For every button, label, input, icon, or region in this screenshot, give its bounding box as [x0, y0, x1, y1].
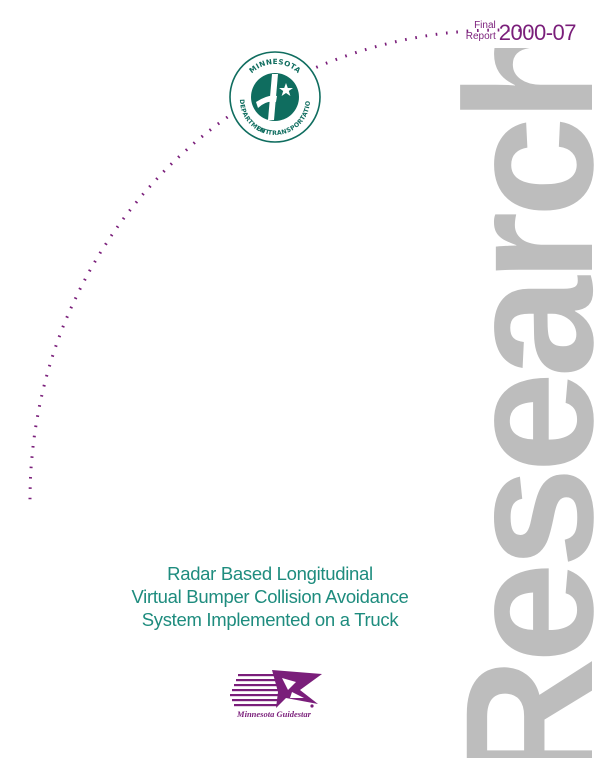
guidestar-label: Minnesota Guidestar [237, 709, 311, 719]
arc-dot [65, 315, 69, 319]
guidestar-logo-icon [230, 670, 322, 708]
arc-dot [364, 47, 367, 52]
arc-dot [344, 54, 348, 58]
arc-dot [73, 296, 78, 300]
arc-dot [155, 177, 159, 181]
arc-dot [30, 456, 34, 459]
arc-dot [148, 184, 152, 189]
arc-dot [169, 162, 173, 166]
title-line-1: Radar Based Longitudinal [167, 563, 373, 584]
arc-dot [404, 37, 407, 42]
arc-dot [315, 65, 319, 69]
arc-dot [29, 466, 33, 469]
arc-dot [121, 216, 126, 221]
arc-dot [40, 394, 44, 397]
title-line-2: Virtual Bumper Collision Avoidance [131, 586, 409, 607]
arc-dot [93, 260, 97, 264]
arc-dot [394, 40, 397, 44]
arc-dot [162, 169, 166, 173]
mndot-seal-icon: MINNESOTA DEPARTMENT OF TRANSPORTATION [228, 50, 321, 143]
arc-dot [435, 32, 438, 36]
arc-dot [28, 476, 33, 479]
arc-dot [200, 134, 204, 139]
report-label-final: Final [474, 20, 496, 31]
arc-dot [115, 225, 120, 229]
arc-dot [45, 374, 49, 377]
arc-dot [50, 354, 55, 358]
arc-dot [177, 155, 181, 159]
arc-dot [445, 31, 448, 35]
report-type-label: Final Report [466, 20, 496, 45]
report-label-report: Report [465, 31, 496, 42]
arc-dot [225, 115, 229, 120]
arc-dot [325, 61, 328, 65]
arc-dot [507, 28, 510, 32]
arc-dot [518, 28, 521, 32]
arc-dot [98, 251, 102, 255]
arc-dot [425, 34, 428, 38]
arc-dot [335, 57, 338, 62]
arc-dot [104, 242, 108, 246]
arc-dot [35, 415, 40, 418]
arc-dot [466, 29, 469, 33]
arc-dot [134, 200, 139, 204]
arc-dot [109, 233, 114, 237]
arc-dot [88, 269, 92, 273]
arc-dot [42, 384, 46, 387]
arc-dot [374, 45, 377, 49]
arc-dot [497, 28, 500, 32]
arc-dot [61, 325, 65, 328]
report-number: 2000-07 [498, 20, 577, 45]
title-line-3: System Implemented on a Truck [141, 609, 399, 630]
arc-dot [456, 30, 459, 34]
arc-dot [487, 28, 489, 32]
arc-dot [208, 128, 212, 132]
arc-dot [54, 344, 58, 348]
arc-dot [28, 497, 32, 500]
arc-dot [34, 425, 38, 428]
arc-dot [83, 278, 87, 282]
arc-dot [37, 404, 42, 407]
arc-dot [354, 50, 358, 55]
arc-dot [32, 435, 36, 438]
arc-dot [31, 445, 35, 448]
arc-dot [192, 141, 196, 145]
arc-dot [141, 192, 145, 196]
arc-dot [69, 306, 73, 309]
arc-dot [128, 208, 132, 212]
report-title: Radar Based Longitudinal Virtual Bumper … [90, 562, 450, 631]
arc-dot [528, 29, 531, 33]
arc-dot [47, 364, 52, 367]
arc-dot [57, 335, 62, 338]
arc-dot [216, 121, 221, 126]
report-number-block: Final Report 2000-07 [466, 20, 577, 45]
arc-dot [384, 42, 387, 46]
arc-dot [415, 35, 418, 40]
arc-dot [184, 148, 189, 152]
arc-dot [78, 287, 82, 291]
arc-dot [476, 28, 479, 33]
arc-dot [28, 487, 32, 489]
